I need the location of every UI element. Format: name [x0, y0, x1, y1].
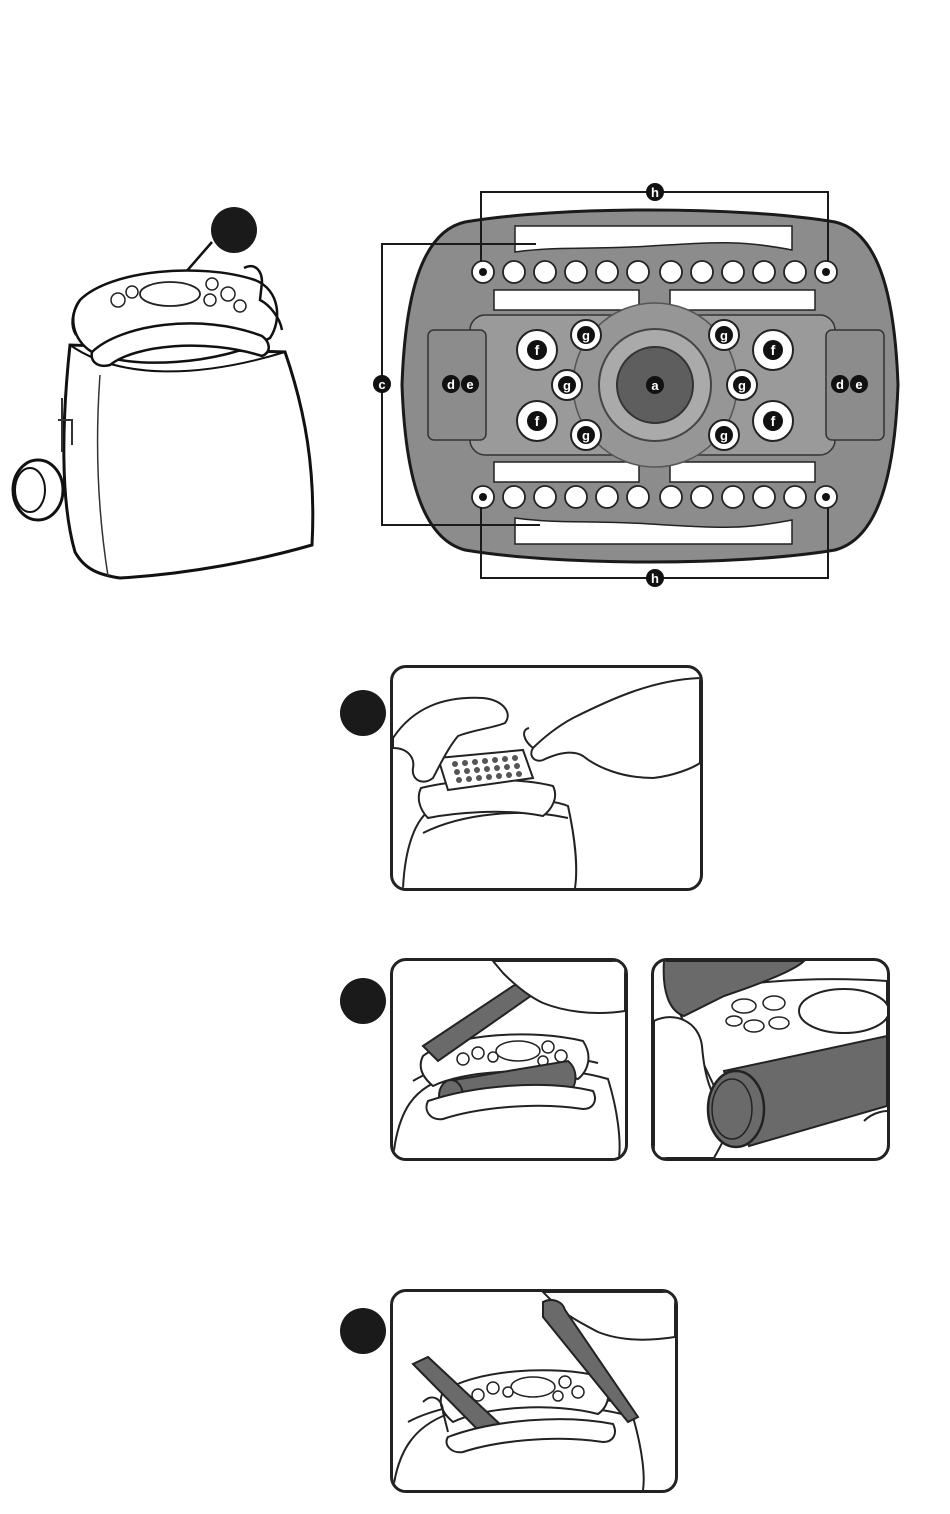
- label-d-left: d: [442, 375, 460, 393]
- svg-text:e: e: [855, 377, 862, 392]
- step-3-illustration-left: [393, 961, 625, 1158]
- label-a: a: [646, 376, 664, 394]
- label-h-top: h: [646, 183, 664, 201]
- svg-text:f: f: [771, 342, 776, 358]
- svg-text:g: g: [563, 378, 571, 393]
- label-e-left: e: [461, 375, 479, 393]
- svg-text:e: e: [466, 377, 473, 392]
- step-2-marker: [340, 690, 386, 736]
- svg-text:g: g: [720, 428, 728, 443]
- svg-text:f: f: [535, 413, 540, 429]
- svg-text:d: d: [447, 377, 455, 392]
- step-3-panel-left: [390, 958, 628, 1161]
- label-c: c: [373, 375, 391, 393]
- label-e-right: e: [850, 375, 868, 393]
- svg-text:f: f: [535, 342, 540, 358]
- svg-text:d: d: [836, 377, 844, 392]
- svg-text:h: h: [651, 571, 659, 586]
- step-4-panel: [390, 1289, 678, 1493]
- svg-text:g: g: [582, 328, 590, 343]
- svg-text:g: g: [582, 428, 590, 443]
- svg-text:g: g: [738, 378, 746, 393]
- step-3-marker: [340, 978, 386, 1024]
- svg-text:f: f: [771, 413, 776, 429]
- svg-text:h: h: [651, 185, 659, 200]
- step-3-illustration-right: [654, 961, 887, 1158]
- step-2-panel: [390, 665, 703, 891]
- svg-text:a: a: [651, 378, 659, 393]
- label-h-bottom: h: [646, 569, 664, 587]
- label-d-right: d: [831, 375, 849, 393]
- step-4-marker: [340, 1308, 386, 1354]
- step-2-illustration: [393, 668, 700, 888]
- svg-text:g: g: [720, 328, 728, 343]
- step-4-illustration: [393, 1292, 675, 1490]
- step-3-panel-right: [651, 958, 890, 1161]
- svg-text:c: c: [378, 377, 385, 392]
